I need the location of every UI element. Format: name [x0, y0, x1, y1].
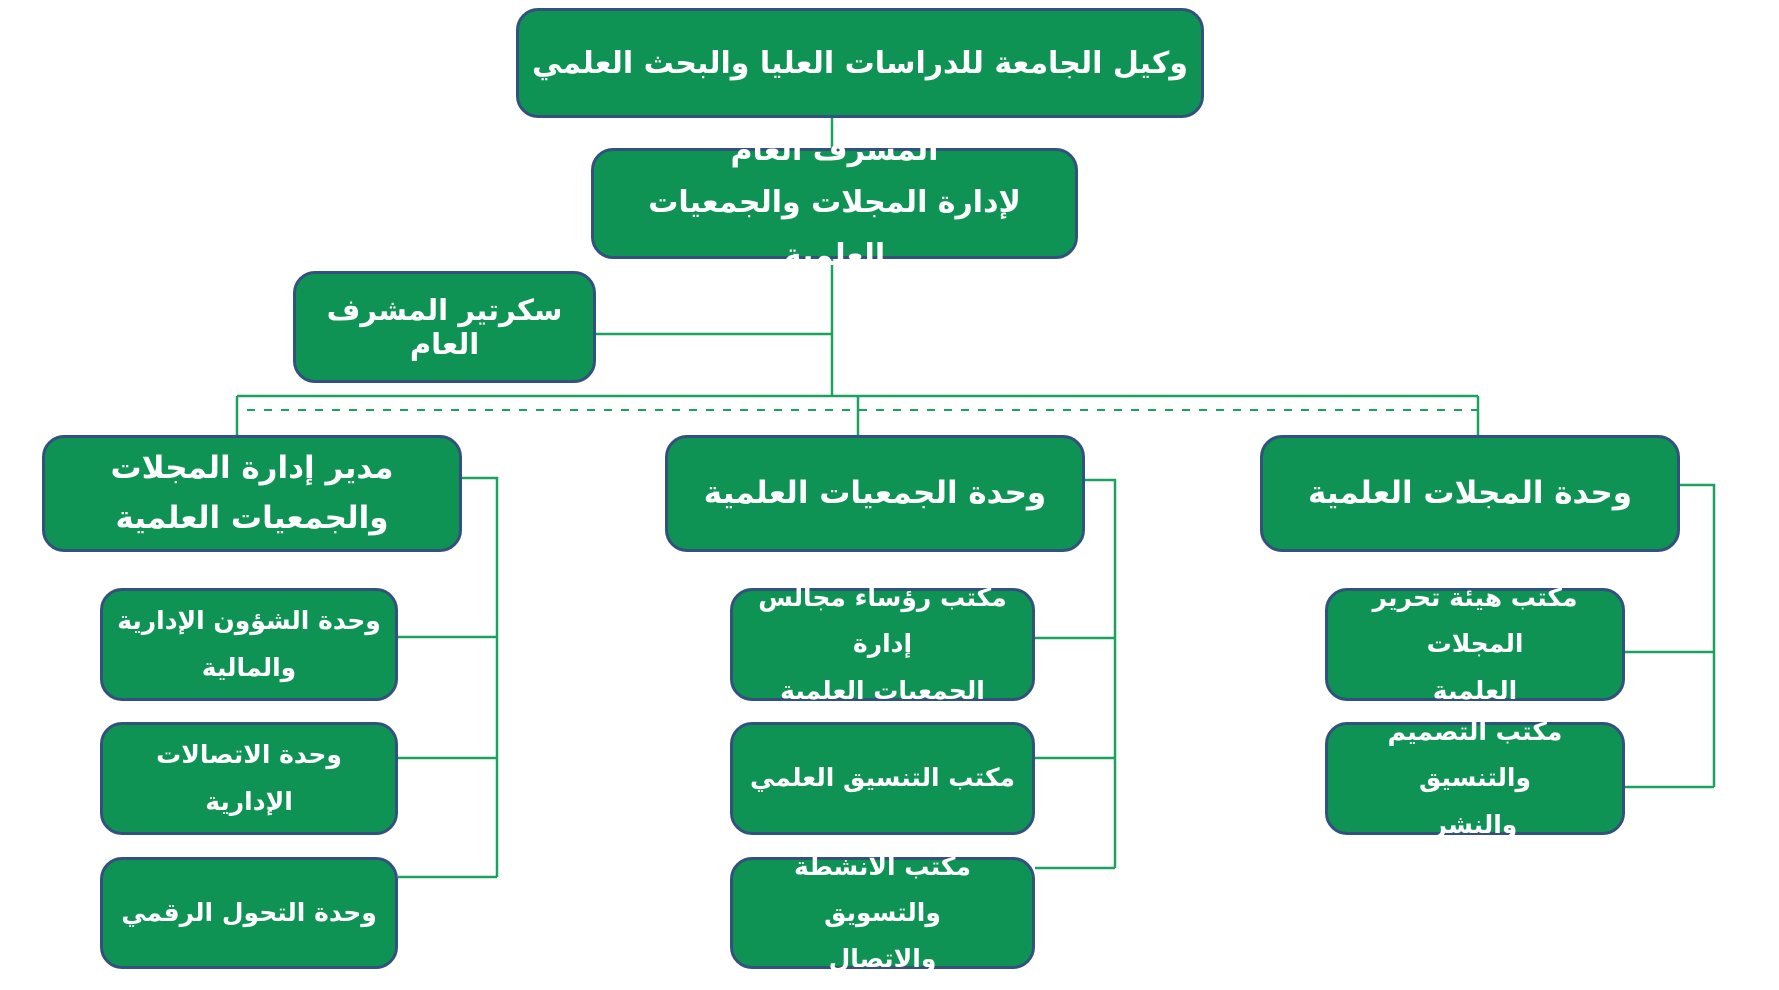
node-scientific-coordination-office: مكتب التنسيق العلمي [730, 722, 1035, 835]
node-label: مكتب هيئة تحرير المجلات العلمية [1372, 583, 1578, 705]
node-label: وحدة الشؤون الإدارية والمالية [117, 606, 381, 682]
node-director-journals-societies: مدير إدارة المجلات والجمعيات العلمية [42, 435, 462, 552]
node-vice-rector: وكيل الجامعة للدراسات العليا والبحث العل… [516, 8, 1204, 118]
node-scientific-journals-unit: وحدة المجلات العلمية [1260, 435, 1680, 552]
node-societies-unit-label: وحدة الجمعيات العلمية [703, 474, 1047, 511]
connector-left-subtree [398, 476, 499, 879]
connector-middle-subtree [1035, 478, 1117, 870]
connector-right-subtree [1625, 483, 1716, 789]
node-secretary: سكرتير المشرف العام [293, 271, 596, 383]
node-label: مكتب رؤساء مجالس إدارة الجمعيات العلمية [758, 583, 1007, 705]
node-label: مكتب التصميم والتنسيق والنشر [1387, 717, 1563, 839]
node-activities-marketing-office: مكتب الأنشطة والتسويق والاتصال [730, 852, 1035, 973]
connector-distribution [235, 394, 1480, 437]
node-secretary-label: سكرتير المشرف العام [326, 293, 563, 361]
node-vice-rector-label: وكيل الجامعة للدراسات العليا والبحث العل… [531, 45, 1189, 81]
node-admin-financial-affairs-unit: وحدة الشؤون الإدارية والمالية [100, 588, 398, 701]
node-design-publishing-office: مكتب التصميم والتنسيق والنشر [1325, 717, 1625, 839]
node-general-supervisor-label: المشرف العام لإدارة المجلات والجمعيات ال… [648, 132, 1021, 273]
node-boards-chairmen-office: مكتب رؤساء مجالس إدارة الجمعيات العلمية [730, 583, 1035, 705]
node-admin-communications-unit: وحدة الاتصالات الإدارية [100, 722, 398, 835]
node-scientific-societies-unit: وحدة الجمعيات العلمية [665, 435, 1085, 552]
node-label: وحدة التحول الرقمي [121, 897, 377, 927]
node-director-label: مدير إدارة المجلات والجمعيات العلمية [110, 449, 394, 536]
node-label: مكتب الأنشطة والتسويق والاتصال [794, 851, 971, 974]
node-digital-transformation-unit: وحدة التحول الرقمي [100, 857, 398, 969]
node-general-supervisor: المشرف العام لإدارة المجلات والجمعيات ال… [591, 133, 1078, 273]
node-editorial-board-office: مكتب هيئة تحرير المجلات العلمية [1325, 583, 1625, 705]
node-label: وحدة الاتصالات الإدارية [156, 740, 342, 816]
node-journals-unit-label: وحدة المجلات العلمية [1307, 474, 1633, 511]
node-label: مكتب التنسيق العلمي [750, 763, 1015, 793]
